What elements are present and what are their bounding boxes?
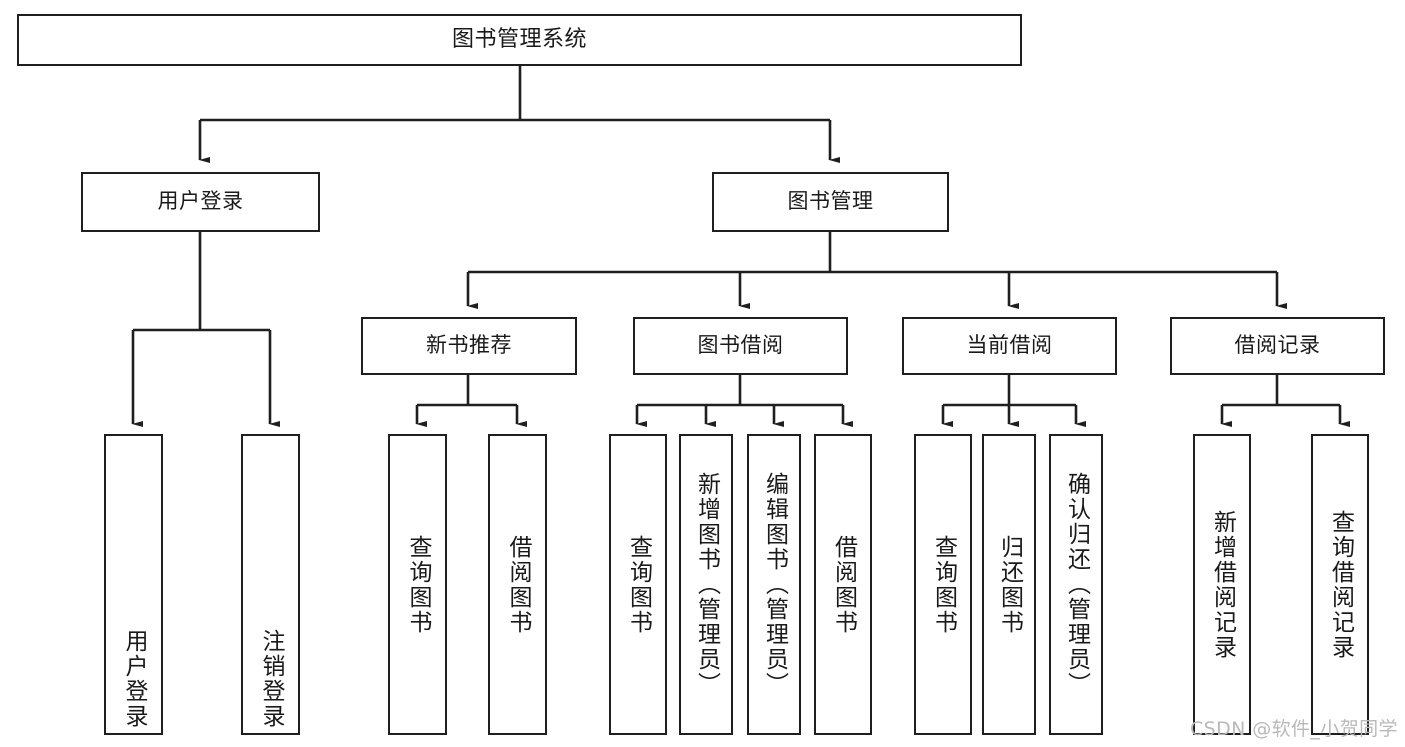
node-leaf-record-query-label: 查询借阅记录 — [1327, 509, 1354, 660]
node-root[interactable]: 图书管理系统 — [17, 14, 1022, 66]
node-current-borrow-label: 当前借阅 — [966, 333, 1053, 358]
node-book-borrow[interactable]: 图书借阅 — [633, 317, 848, 375]
node-leaf-record-add-label: 新增借阅记录 — [1209, 509, 1236, 660]
node-book-management-label: 图书管理 — [787, 189, 874, 214]
node-leaf-current-confirm-label: 确认归还（管理员） — [1063, 472, 1090, 697]
node-borrow-record-label: 借阅记录 — [1234, 333, 1321, 358]
node-leaf-newbook-query[interactable]: 查询图书 — [388, 434, 447, 735]
node-leaf-borrow-edit-label: 编辑图书（管理员） — [761, 472, 788, 697]
node-leaf-user-logout[interactable]: 注销登录 — [241, 434, 300, 735]
node-leaf-current-query[interactable]: 查询图书 — [914, 434, 972, 735]
node-leaf-newbook-query-label: 查询图书 — [405, 534, 431, 635]
csdn-watermark: CSDN @软件_小贺同学 — [1190, 718, 1398, 740]
node-book-management[interactable]: 图书管理 — [712, 172, 949, 232]
node-new-book-recommend[interactable]: 新书推荐 — [361, 317, 577, 375]
node-leaf-borrow-add-label: 新增图书（管理员） — [693, 472, 720, 697]
node-book-borrow-label: 图书借阅 — [697, 333, 784, 358]
node-leaf-borrow-query-label: 查询图书 — [625, 534, 652, 635]
node-current-borrow[interactable]: 当前借阅 — [902, 317, 1117, 375]
node-root-label: 图书管理系统 — [451, 26, 587, 52]
node-user-login-label: 用户登录 — [157, 189, 244, 214]
node-borrow-record[interactable]: 借阅记录 — [1170, 317, 1385, 375]
node-new-book-recommend-label: 新书推荐 — [426, 333, 512, 358]
node-leaf-current-return-label: 归还图书 — [996, 534, 1023, 635]
node-leaf-borrow-lend-label: 借阅图书 — [830, 534, 857, 635]
node-leaf-current-query-label: 查询图书 — [930, 534, 957, 635]
node-leaf-borrow-edit[interactable]: 编辑图书（管理员） — [747, 434, 801, 735]
node-leaf-borrow-lend[interactable]: 借阅图书 — [814, 434, 872, 735]
node-leaf-current-return[interactable]: 归还图书 — [982, 434, 1036, 735]
node-leaf-newbook-borrow[interactable]: 借阅图书 — [488, 434, 547, 735]
node-leaf-user-login[interactable]: 用户登录 — [104, 434, 163, 735]
node-leaf-borrow-add[interactable]: 新增图书（管理员） — [679, 434, 733, 735]
node-leaf-current-confirm[interactable]: 确认归还（管理员） — [1049, 434, 1103, 735]
node-leaf-newbook-borrow-label: 借阅图书 — [505, 534, 531, 635]
node-leaf-borrow-query[interactable]: 查询图书 — [609, 434, 667, 735]
node-user-login[interactable]: 用户登录 — [81, 172, 320, 232]
node-leaf-record-add[interactable]: 新增借阅记录 — [1193, 434, 1251, 735]
node-leaf-record-query[interactable]: 查询借阅记录 — [1311, 434, 1369, 735]
node-leaf-user-logout-label: 注销登录 — [258, 629, 284, 729]
node-leaf-user-login-label: 用户登录 — [121, 629, 147, 729]
